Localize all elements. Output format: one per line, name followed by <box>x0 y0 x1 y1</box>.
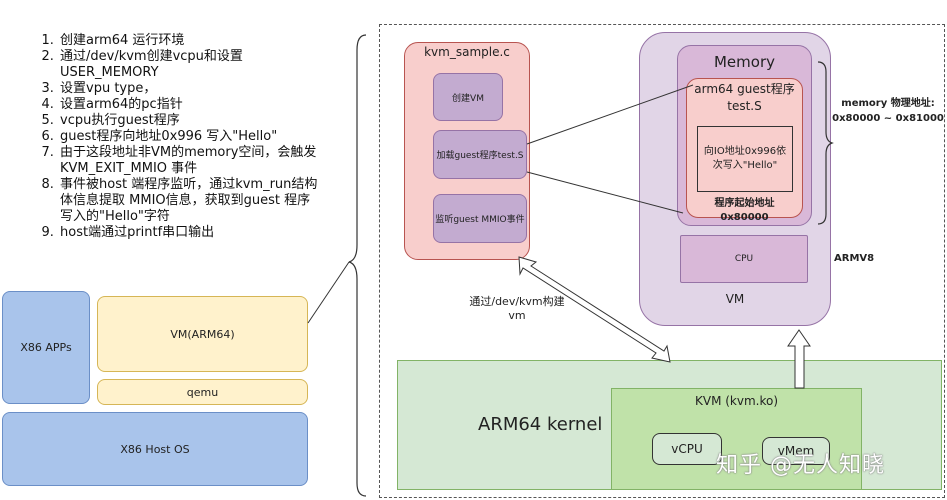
cpu-label: CPU <box>734 254 754 264</box>
x86-apps-box: X86 APPs <box>2 291 90 404</box>
host-os-label: X86 Host OS <box>120 442 190 456</box>
left-brace <box>348 34 367 497</box>
load-to-guest-line-bottom <box>526 171 684 214</box>
kvm-build-label: 通过/dev/kvm构建 vm <box>469 295 565 322</box>
x86-apps-label: X86 APPs <box>20 341 72 354</box>
detail-container <box>379 24 945 498</box>
vcpu-label: vCPU <box>671 442 703 456</box>
step-item: vcpu执行guest程序 <box>58 113 322 129</box>
armv8-label: ARMV8 <box>834 253 875 264</box>
qemu-label: qemu <box>186 385 219 399</box>
start-address-label: 程序起始地址 0x80000 <box>714 198 775 223</box>
guest-program-title: arm64 guest程序 test.S <box>694 82 795 113</box>
step-item: 创建arm64 运行环境 <box>58 33 322 49</box>
io-write-box: 向IO地址0x996依次写入"Hello" <box>697 126 793 192</box>
kvm-module-title: KVM (kvm.ko) <box>694 394 779 408</box>
vm-arm64-label: VM(ARM64) <box>170 327 235 341</box>
vm-arm64-box: VM(ARM64) <box>97 296 308 372</box>
up-arrow <box>787 329 811 389</box>
step-item: 设置vpu type， <box>58 81 322 97</box>
step-item: 通过/dev/kvm创建vcpu和设置USER_MEMORY <box>58 49 322 81</box>
watermark: 知乎 @无人知晓 <box>716 453 885 478</box>
memory-range-label: memory 物理地址: 0x80000 ~ 0x81000 <box>832 98 944 124</box>
load-to-guest-line-top <box>526 84 694 145</box>
host-os-box: X86 Host OS <box>2 412 308 486</box>
step-item: 设置arm64的pc指针 <box>58 97 322 113</box>
vmem-box: vMem <box>762 437 830 465</box>
listen-mmio-box: 监听guest MMIO事件 <box>433 194 527 243</box>
load-guest-label: 加载guest程序test.S <box>436 151 524 161</box>
kernel-title: ARM64 kernel <box>478 414 603 435</box>
step-item: host端通过printf串口输出 <box>58 225 322 241</box>
step-item: guest程序向地址0x996 写入"Hello" <box>58 129 322 145</box>
steps-list: 创建arm64 运行环境 通过/dev/kvm创建vcpu和设置USER_MEM… <box>22 33 322 241</box>
guest-program-box <box>686 78 803 218</box>
step-item: 由于这段地址非VM的memory空间，会触发KVM_EXIT_MMIO 事件 <box>58 145 322 177</box>
io-write-label: 向IO地址0x996依次写入"Hello" <box>703 146 787 171</box>
vcpu-box: vCPU <box>652 433 722 465</box>
vm-label: VM <box>725 292 745 306</box>
load-guest-box: 加载guest程序test.S <box>433 130 527 179</box>
step-item: 事件被host 端程序监听，通过kvm_run结构体信息提取 MMIO信息，获取… <box>58 177 322 225</box>
memory-title: Memory <box>713 53 775 71</box>
qemu-box: qemu <box>97 379 308 405</box>
vmem-label: vMem <box>777 444 815 458</box>
brace-pointer-line <box>307 261 350 324</box>
create-vm-label: 创建VM <box>452 93 484 104</box>
kvm-sample-title: kvm_sample.c <box>424 45 510 59</box>
create-vm-box: 创建VM <box>433 73 503 121</box>
double-arrow <box>518 256 671 363</box>
right-brace <box>817 61 834 225</box>
listen-mmio-label: 监听guest MMIO事件 <box>435 215 525 225</box>
cpu-box: CPU <box>680 235 808 283</box>
